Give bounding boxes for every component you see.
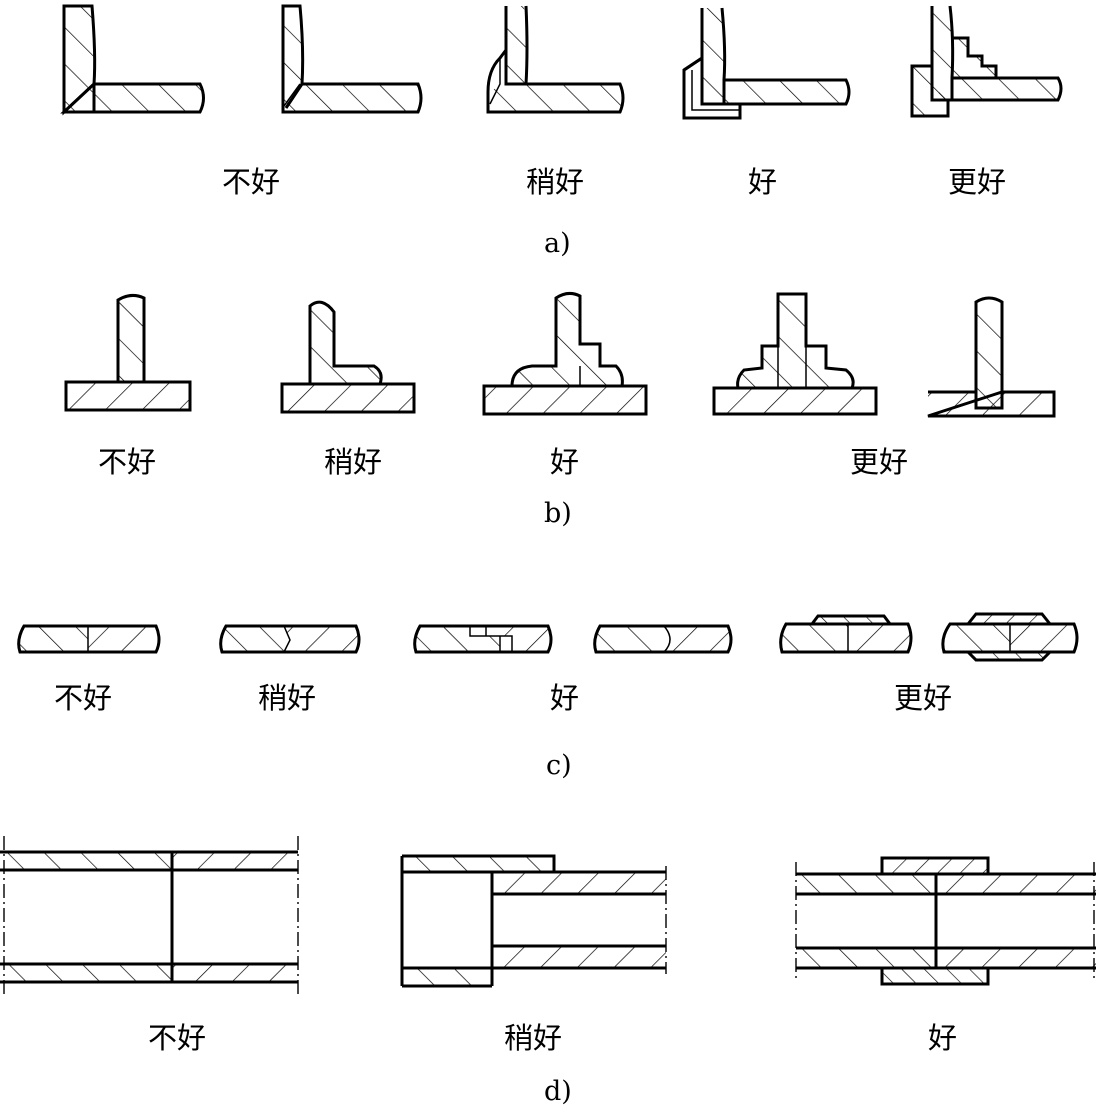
- label-good: 好: [550, 445, 579, 479]
- label-better: 更好: [948, 165, 1006, 199]
- label-bad: 不好: [148, 1021, 206, 1055]
- butt-joint-bad: [17, 624, 161, 654]
- label-bad: 不好: [98, 445, 156, 479]
- t-joint-better: [712, 292, 878, 416]
- label-fair: 稍好: [324, 445, 382, 479]
- label-fair: 稍好: [258, 681, 316, 715]
- label-better: 更好: [850, 445, 908, 479]
- label-bad: 不好: [222, 165, 280, 199]
- tube-joint-fair: [400, 854, 667, 988]
- corner-joint-bad: [60, 4, 205, 116]
- label-fair: 稍好: [526, 165, 584, 199]
- caption-d: d): [544, 1076, 572, 1107]
- label-good: 好: [928, 1021, 957, 1055]
- t-joint-good: [482, 291, 648, 416]
- tube-joint-bad: [0, 836, 299, 998]
- butt-joint-good-stepped: [413, 624, 553, 654]
- corner-joint-good: [682, 7, 851, 120]
- t-joint-bad: [64, 293, 192, 412]
- t-joint-fair: [280, 300, 416, 414]
- label-good: 好: [550, 681, 579, 715]
- corner-joint-better: [910, 5, 1063, 118]
- label-bad: 不好: [54, 681, 112, 715]
- caption-c: c): [546, 750, 572, 781]
- row-d: 不好 稍好 好 d): [0, 836, 1096, 1107]
- label-fair: 稍好: [504, 1021, 562, 1055]
- row-b: 不好 稍好 好 更好 b): [64, 291, 1056, 529]
- corner-joint-bad-chamfer: [281, 4, 423, 114]
- caption-b: b): [544, 498, 572, 529]
- caption-a: a): [544, 228, 571, 259]
- corner-joint-fair: [486, 5, 625, 114]
- row-c: 不好 稍好 好 更好 c): [17, 612, 1079, 781]
- butt-joint-fair: [219, 624, 361, 654]
- row-a: 不好 稍好 好 更好 a): [60, 4, 1063, 259]
- label-good: 好: [748, 165, 777, 199]
- label-better: 更好: [894, 681, 952, 715]
- butt-joint-better-double-cover: [941, 612, 1079, 662]
- t-joint-better-through: [927, 296, 1056, 418]
- butt-joint-good-curved: [593, 624, 733, 654]
- tube-joint-good: [795, 856, 1096, 986]
- butt-joint-better-cover: [779, 614, 913, 654]
